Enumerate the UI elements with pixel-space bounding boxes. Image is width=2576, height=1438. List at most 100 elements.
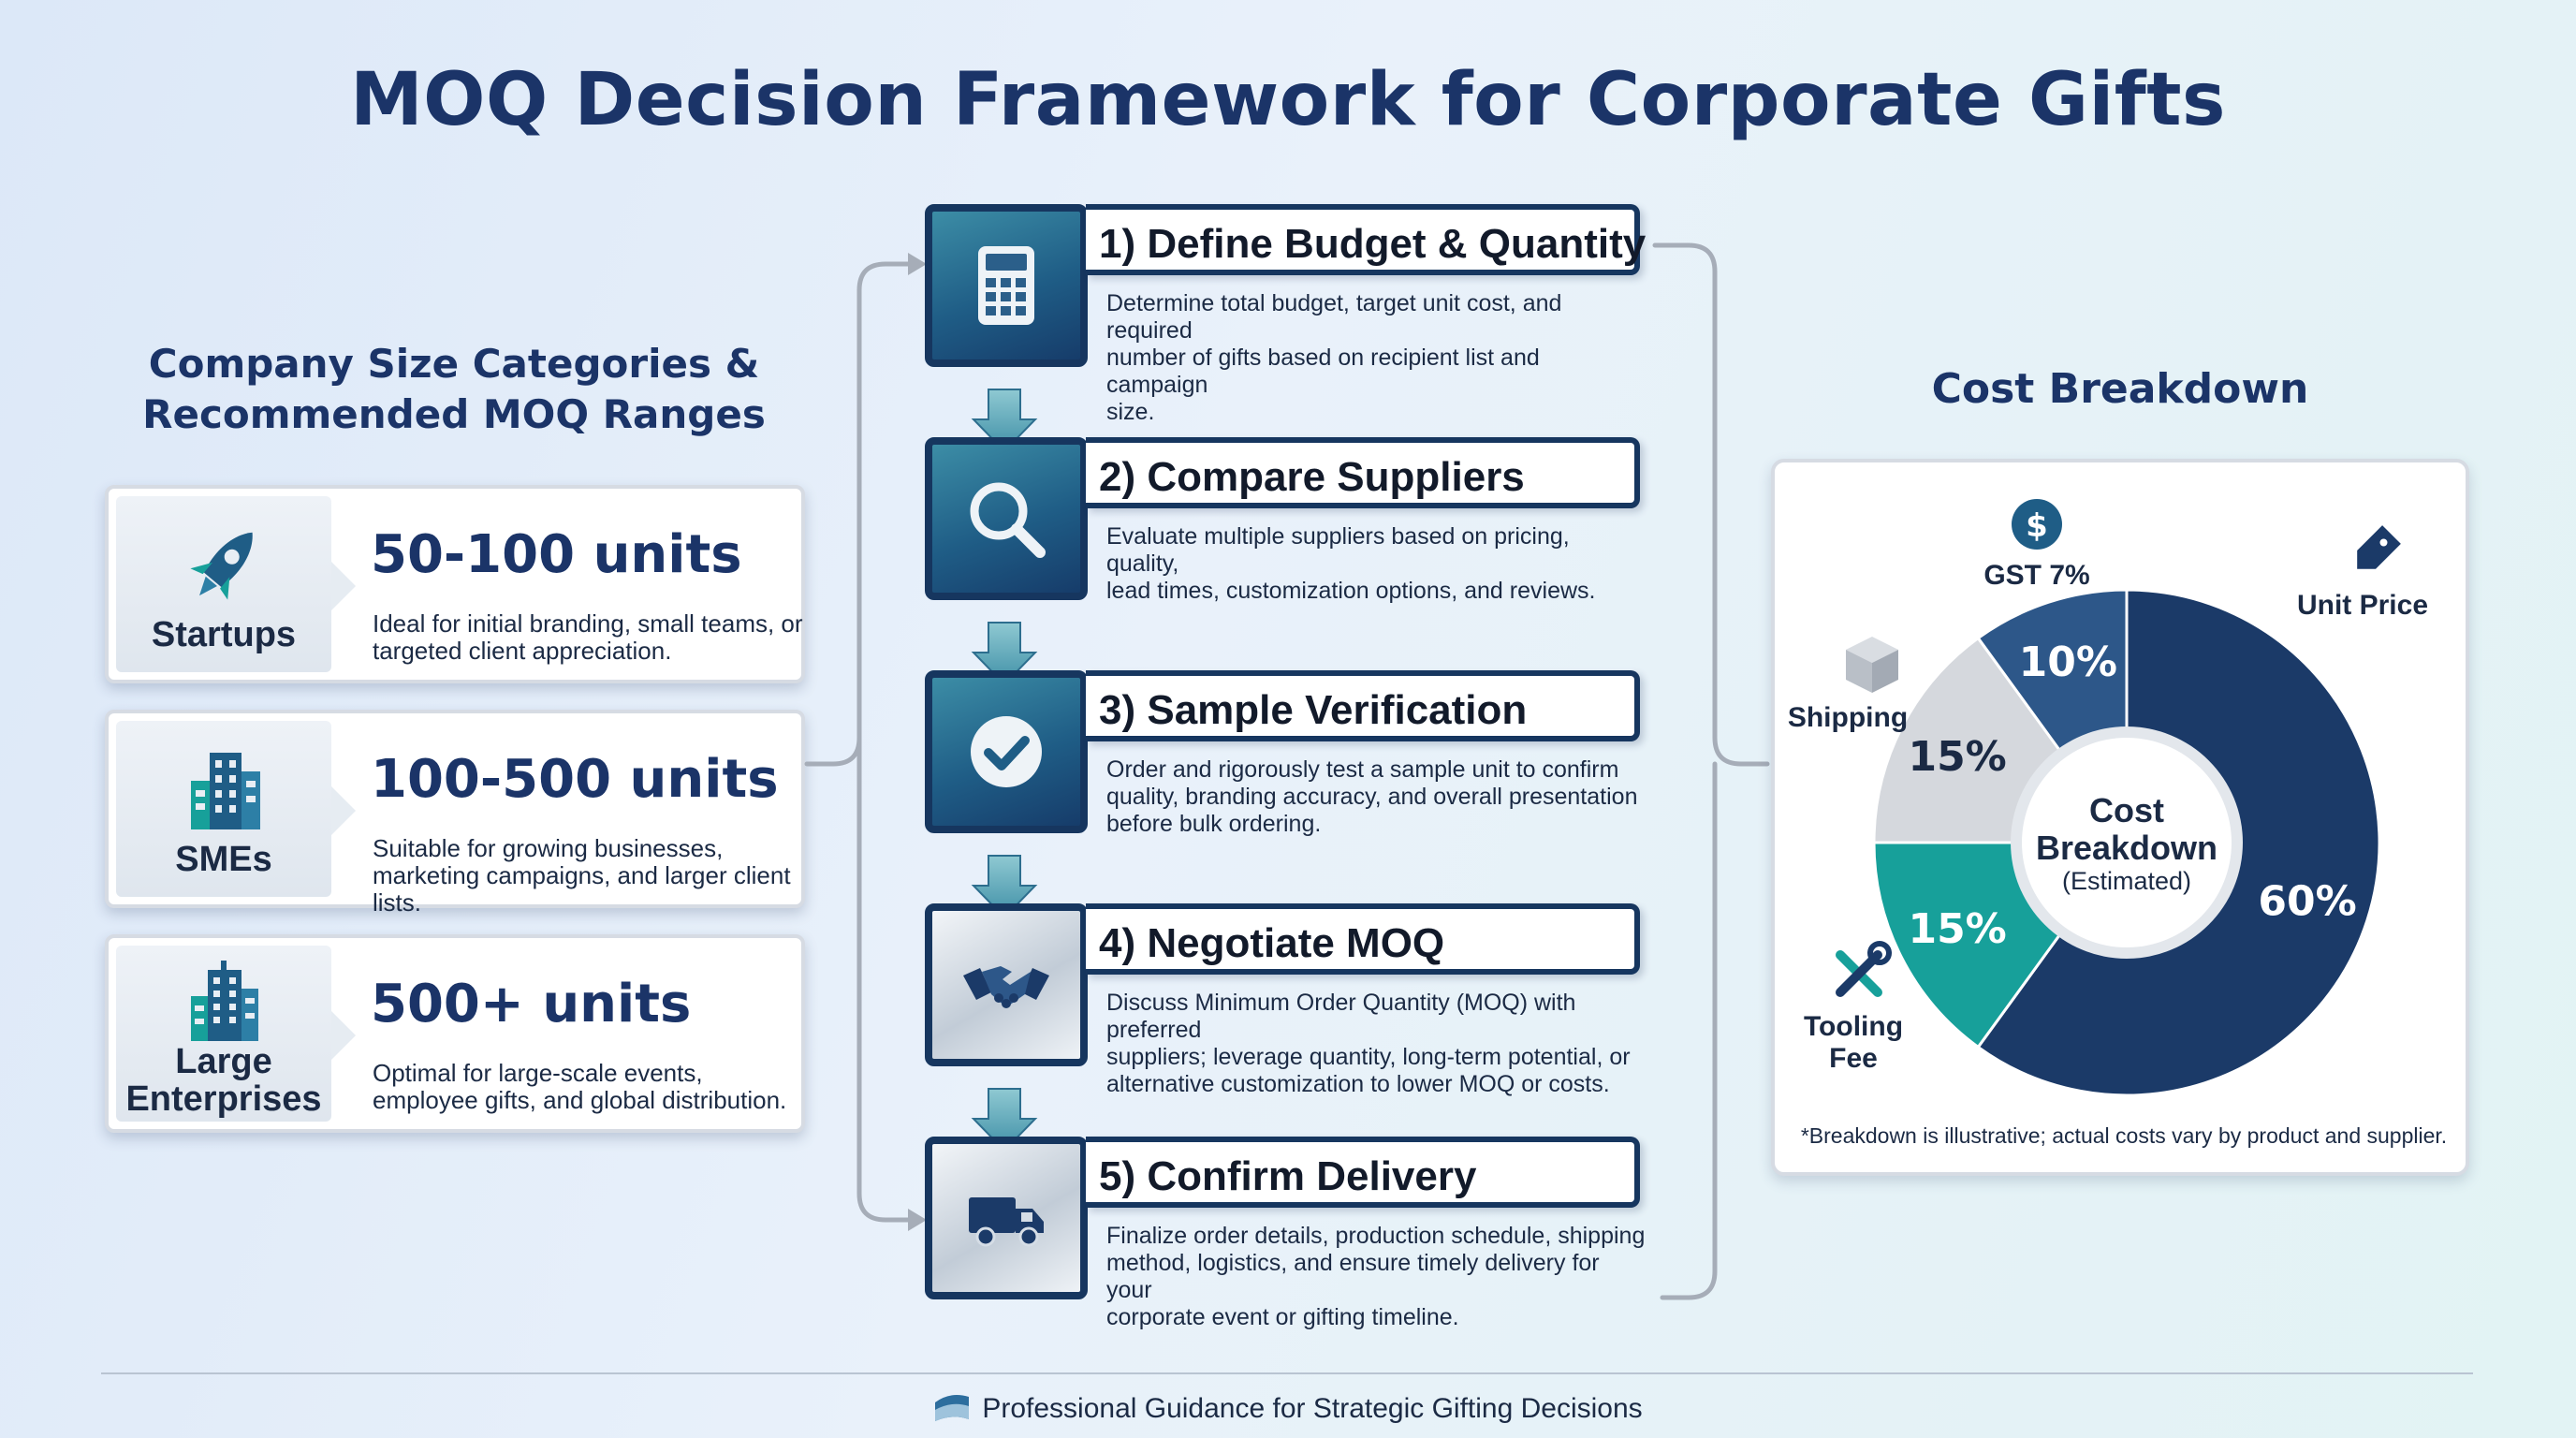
slice-value-label: 10% <box>2019 638 2117 686</box>
step-2-desc-line: lead times, customization options, and r… <box>1106 578 1596 604</box>
flow-arrow-4 <box>971 1088 1038 1152</box>
company-size-heading-line1: Company Size Categories & <box>148 341 760 387</box>
startups-description: Ideal for initial branding, small teams,… <box>373 610 803 665</box>
step-5-description: Finalize order details, production sched… <box>1106 1223 1646 1331</box>
step-compare-suppliers: 2) Compare Suppliers Evaluate multiple s… <box>925 437 1655 604</box>
smes-units: 100-500 units <box>371 749 779 810</box>
step-3-title: 3) Sample Verification <box>1099 687 1528 733</box>
smes-desc-line2: marketing campaigns, and larger client l… <box>373 861 791 917</box>
slice-value-label: 60% <box>2258 878 2356 926</box>
tools-icon <box>1836 941 1892 997</box>
page-title: MOQ Decision Framework for Corporate Gif… <box>350 58 2226 142</box>
step-4-description: Discuss Minimum Order Quantity (MOQ) wit… <box>1106 990 1646 1098</box>
step-3-desc-line: Order and rigorously test a sample unit … <box>1106 756 1619 783</box>
donut-center-line1: Cost <box>2089 791 2164 829</box>
startups-desc-line2: targeted client appreciation. <box>373 637 672 665</box>
donut-center-line2: Breakdown <box>2036 829 2217 867</box>
step-3-description: Order and rigorously test a sample unit … <box>1106 756 1646 838</box>
svg-text:$: $ <box>2026 507 2048 545</box>
cost-breakdown-card: Cost Breakdown (Estimated) 60%15%15%10% … <box>1771 459 2469 1176</box>
dollar-icon: $ <box>2012 499 2062 550</box>
box-icon <box>1846 637 1898 693</box>
step-4-desc-line: Discuss Minimum Order Quantity (MOQ) wit… <box>1106 990 1576 1043</box>
large-enterprises-description: Optimal for large-scale events, employee… <box>373 1060 803 1114</box>
step-4-desc-line: alternative customization to lower MOQ o… <box>1106 1071 1610 1097</box>
step-2-description: Evaluate multiple suppliers based on pri… <box>1106 523 1646 605</box>
flow-arrow-3 <box>971 855 1038 919</box>
footer-text: Professional Guidance for Strategic Gift… <box>982 1393 1643 1424</box>
flow-arrow-1 <box>971 389 1038 453</box>
startups-desc-line1: Ideal for initial branding, small teams,… <box>373 609 803 638</box>
step-4-title: 4) Negotiate MOQ <box>1099 920 1445 966</box>
unit-price-label: Unit Price <box>2297 590 2428 621</box>
large-enterprises-label: Large Enterprises <box>116 1043 331 1118</box>
step-5-desc-line: Finalize order details, production sched… <box>1106 1223 1646 1249</box>
step-3-desc-line: quality, branding accuracy, and overall … <box>1106 784 1638 810</box>
tooling-fee-label-line2: Fee <box>1829 1043 1878 1074</box>
step-negotiate-moq: 4) Negotiate MOQ Discuss Minimum Order Q… <box>925 903 1655 1097</box>
slice-value-label: 15% <box>1908 733 2006 781</box>
step-1-description: Determine total budget, target unit cost… <box>1106 290 1646 426</box>
skyscraper-icon <box>191 961 258 1041</box>
checkmark-icon <box>971 716 1042 787</box>
tooling-fee-label-line1: Tooling <box>1804 1011 1903 1042</box>
step-4-desc-line: suppliers; leverage quantity, long-term … <box>1106 1044 1631 1070</box>
cost-breakdown-donut-chart: Cost Breakdown (Estimated) 60%15%15%10% … <box>1788 499 2428 1097</box>
step-1-desc-line: Determine total budget, target unit cost… <box>1106 290 1562 344</box>
step-4-label-box: 4) Negotiate MOQ <box>1086 903 1640 975</box>
startups-label: Startups <box>151 615 297 654</box>
truck-icon <box>969 1197 1044 1247</box>
step-4-icon-box <box>925 903 1088 1066</box>
step-1-title: 1) Define Budget & Quantity <box>1099 221 1647 267</box>
large-enterprises-desc-line2: employee gifts, and global distribution. <box>373 1086 787 1114</box>
step-2-label-box: 2) Compare Suppliers <box>1086 437 1640 508</box>
step-2-desc-line: Evaluate multiple suppliers based on pri… <box>1106 523 1570 577</box>
step-5-icon-box <box>925 1137 1088 1299</box>
step-sample-verification: 3) Sample Verification Order and rigorou… <box>925 670 1655 837</box>
large-enterprises-units: 500+ units <box>371 974 692 1034</box>
chart-footnote: *Breakdown is illustrative; actual costs… <box>1800 1123 2448 1148</box>
smes-desc-line1: Suitable for growing businesses, <box>373 834 724 862</box>
calculator-icon <box>978 246 1034 325</box>
large-enterprises-card: Large Enterprises 500+ units Optimal for… <box>105 934 805 1133</box>
step-1-icon-box <box>925 204 1088 367</box>
cost-breakdown-heading: Cost Breakdown <box>1931 365 2309 413</box>
step-confirm-delivery: 5) Confirm Delivery Finalize order detai… <box>925 1137 1655 1330</box>
unit-price-tag-icon <box>2357 525 2401 569</box>
large-enterprises-label-line2: Enterprises <box>125 1079 322 1119</box>
large-enterprises-icon-panel: Large Enterprises <box>116 946 356 1122</box>
step-1-desc-line: number of gifts based on recipient list … <box>1106 345 1540 398</box>
footer: Professional Guidance for Strategic Gift… <box>0 1391 2576 1425</box>
step-1-label-box: 1) Define Budget & Quantity <box>1086 204 1646 275</box>
step-5-desc-line: corporate event or gifting timeline. <box>1106 1304 1459 1330</box>
smes-card: SMEs 100-500 units Suitable for growing … <box>105 710 805 917</box>
step-2-title: 2) Compare Suppliers <box>1099 454 1525 500</box>
magnifier-icon <box>970 482 1046 558</box>
brand-logo-icon <box>935 1395 970 1421</box>
smes-label: SMEs <box>175 840 272 879</box>
footer-divider <box>101 1372 2473 1374</box>
flow-arrow-2 <box>971 622 1038 686</box>
building-icon <box>191 753 260 829</box>
step-3-desc-line: before bulk ordering. <box>1106 811 1322 837</box>
step-define-budget: 1) Define Budget & Quantity Determine to… <box>925 204 1655 425</box>
step-5-desc-line: method, logistics, and ensure timely del… <box>1106 1250 1600 1303</box>
large-enterprises-label-line1: Large <box>175 1042 272 1081</box>
company-size-heading-line2: Recommended MOQ Ranges <box>142 391 766 437</box>
startups-units: 50-100 units <box>371 524 742 585</box>
slice-value-label: 15% <box>1908 905 2006 953</box>
step-3-icon-box <box>925 670 1088 833</box>
step-5-label-box: 5) Confirm Delivery <box>1086 1137 1640 1208</box>
gst-label: GST 7% <box>1983 560 2089 591</box>
smes-icon-panel: SMEs <box>116 721 356 897</box>
step-1-desc-line: size. <box>1106 399 1155 425</box>
rocket-icon <box>190 532 253 600</box>
shipping-label: Shipping <box>1788 702 1908 733</box>
startups-icon-panel: Startups <box>116 496 356 672</box>
step-2-icon-box <box>925 437 1088 600</box>
handshake-icon <box>963 966 1049 1008</box>
step-3-label-box: 3) Sample Verification <box>1086 670 1640 741</box>
company-size-heading: Company Size Categories & Recommended MO… <box>103 339 805 440</box>
donut-center-line3: (Estimated) <box>2062 867 2191 895</box>
